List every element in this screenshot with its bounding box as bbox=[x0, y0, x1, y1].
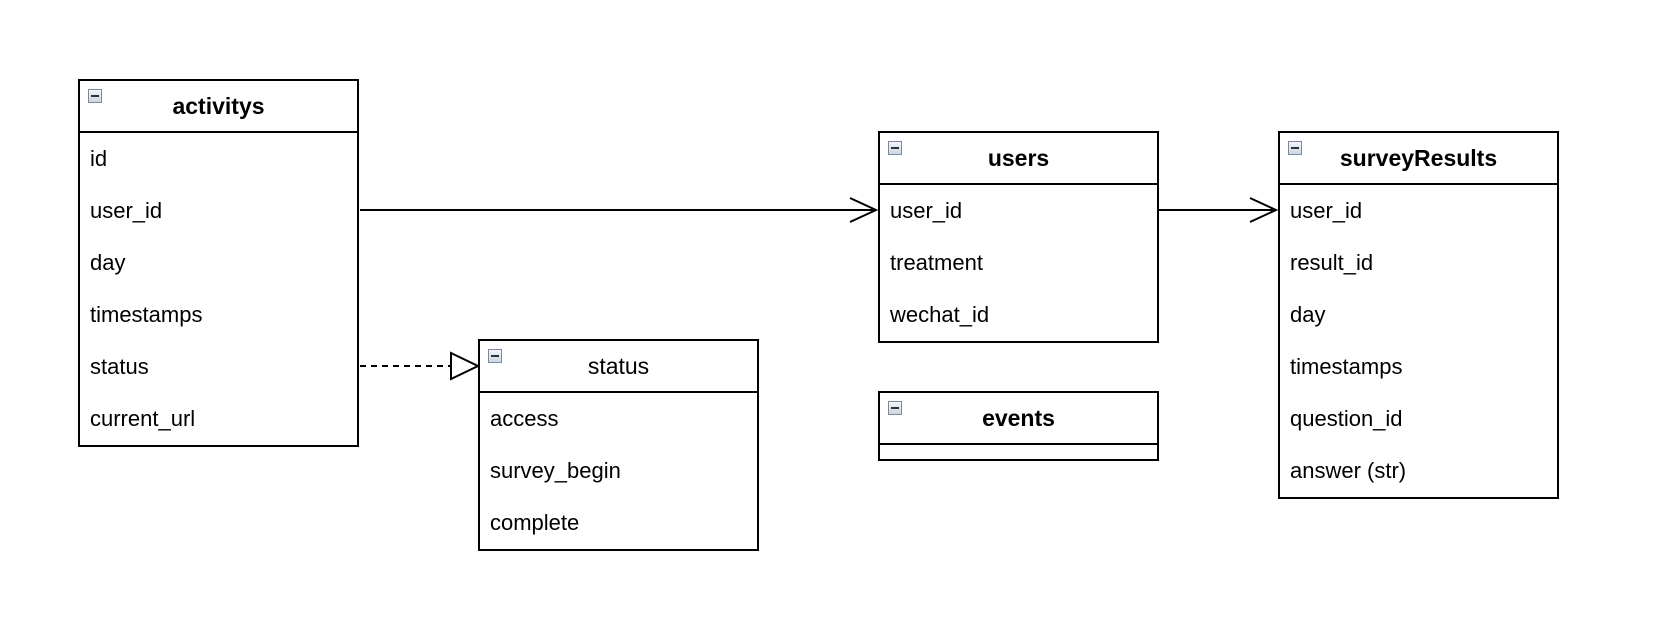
minus-box-icon[interactable] bbox=[88, 89, 102, 103]
entity-events[interactable]: events bbox=[878, 391, 1159, 461]
field-user-id[interactable]: user_id bbox=[1290, 198, 1363, 223]
field-complete[interactable]: complete bbox=[490, 510, 580, 535]
field-wechat-id[interactable]: wechat_id bbox=[890, 302, 990, 327]
field-status[interactable]: status bbox=[90, 354, 149, 379]
entity-status[interactable]: status access survey_begin complete bbox=[478, 339, 759, 551]
field-list: id user_id day timestamps status current… bbox=[80, 133, 357, 445]
field-result-id[interactable]: result_id bbox=[1290, 250, 1374, 275]
edge-activitys-status-arrowhead bbox=[450, 351, 481, 381]
empty-field-list bbox=[880, 445, 1157, 459]
field-list: user_id result_id day timestamps questio… bbox=[1280, 185, 1557, 497]
minus-box-icon[interactable] bbox=[888, 141, 902, 155]
field-treatment[interactable]: treatment bbox=[890, 250, 983, 275]
field-access[interactable]: access bbox=[490, 406, 559, 431]
entity-activitys[interactable]: activitys id user_id day timestamps stat… bbox=[78, 79, 359, 447]
field-current-url[interactable]: current_url bbox=[90, 406, 196, 431]
entity-title: users bbox=[987, 144, 1050, 171]
field-list: access survey_begin complete bbox=[480, 393, 757, 549]
field-timestamps[interactable]: timestamps bbox=[90, 302, 203, 327]
field-answer[interactable]: answer (str) bbox=[1290, 458, 1407, 483]
field-question-id[interactable]: question_id bbox=[1290, 406, 1403, 431]
entity-title: surveyResults bbox=[1339, 144, 1498, 171]
field-day[interactable]: day bbox=[1290, 302, 1326, 327]
entity-title: activitys bbox=[172, 92, 265, 119]
field-user-id[interactable]: user_id bbox=[890, 198, 963, 223]
field-id[interactable]: id bbox=[90, 146, 108, 171]
entity-header: status bbox=[480, 341, 757, 393]
minus-box-icon[interactable] bbox=[888, 401, 902, 415]
entity-surveyresults[interactable]: surveyResults user_id result_id day time… bbox=[1278, 131, 1559, 499]
entity-users[interactable]: users user_id treatment wechat_id bbox=[878, 131, 1159, 343]
minus-box-icon[interactable] bbox=[1288, 141, 1302, 155]
field-timestamps[interactable]: timestamps bbox=[1290, 354, 1403, 379]
edge-activitys-users-arrowhead bbox=[849, 197, 879, 223]
field-day[interactable]: day bbox=[90, 250, 126, 275]
entity-header: surveyResults bbox=[1280, 133, 1557, 185]
entity-title: status bbox=[587, 352, 650, 379]
field-survey-begin[interactable]: survey_begin bbox=[490, 458, 621, 483]
minus-box-icon[interactable] bbox=[488, 349, 502, 363]
entity-header: users bbox=[880, 133, 1157, 185]
field-list: user_id treatment wechat_id bbox=[880, 185, 1157, 341]
entity-header: activitys bbox=[80, 81, 357, 133]
entity-title: events bbox=[982, 404, 1055, 431]
field-user-id[interactable]: user_id bbox=[90, 198, 163, 223]
entity-header: events bbox=[880, 393, 1157, 445]
edge-users-surveyresults-arrowhead bbox=[1249, 197, 1279, 223]
